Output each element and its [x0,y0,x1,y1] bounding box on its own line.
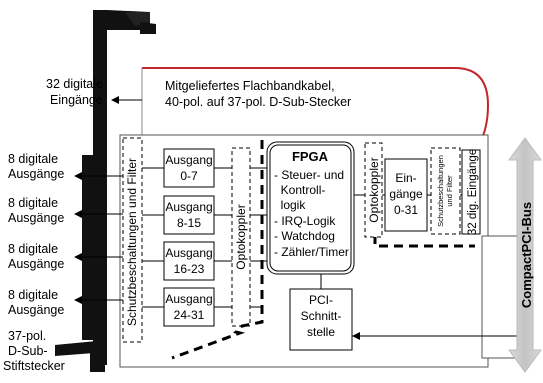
outputs-label-1b: Ausgänge [8,167,64,181]
outputs-label-3b: Ausgänge [8,257,64,271]
compactpci-bus-label: CompactPCI-Bus [519,202,534,308]
output-arrows [74,172,123,304]
inputs-line3: 0-31 [394,203,418,217]
ribbon-label-line2: 40-pol. auf 37-pol. D-Sub-Stecker [165,95,351,109]
output-0-7-line2: 0-7 [180,169,198,183]
inputs-line2: gänge [389,187,423,201]
output-0-7-line1: Ausgang [165,153,212,167]
connector-label-1: 37-pol. [8,329,46,343]
output-16-23-line2: 16-23 [174,262,205,276]
output-24-31-line1: Ausgang [165,292,212,306]
pci-if-line3: stelle [307,325,335,339]
inputs-block [384,158,428,232]
fpga-item-3: logik [274,198,306,212]
fpga-block [266,141,355,275]
output-16-23-line1: Ausgang [165,246,212,260]
ribbon-label-line1: Mitgeliefertes Flachbandkabel, [165,79,335,93]
protection-left-label: Schutzbeschaltungen und Filter [125,158,139,326]
dashed-bus-left [171,140,264,360]
digital-inputs-label: 32 dig. Eingänge [467,149,479,235]
protection-right [430,147,461,235]
digital-inputs-connector [461,149,481,235]
inputs-32-line1: 32 digitale [46,77,103,91]
connection-lines [142,167,462,308]
inputs-line1: Ein- [395,171,416,185]
protection-right-line2: und Filter [445,175,454,207]
compactpci-bus-arrow [508,137,542,373]
fpga-item-6: - Zähler/Timer [274,245,349,259]
connector-label-2: D-Sub- [8,344,48,358]
output-8-15-line1: Ausgang [165,200,212,214]
optocoupler-right-label: Optokoppler [367,157,381,222]
pci-if-line2: Schnitt- [301,309,342,323]
fpga-item-1: - Steuer- und [274,168,344,182]
protection-left [122,137,143,343]
fpga-item-4: - IRQ-Logik [274,214,336,228]
protection-right-line1: Schutzbeschaltungen [436,155,445,227]
fpga-item-5: - Watchdog [274,229,335,243]
optocoupler-right [364,142,383,238]
inputs-32-line2: Eingänge [50,93,103,107]
outputs-label-1a: 8 digitale [8,152,58,166]
output-8-15-line2: 8-15 [177,216,201,230]
fpga-item-2: Kontroll- [274,183,325,197]
outputs-label-4a: 8 digitale [8,288,58,302]
front-bracket [55,10,156,372]
pci-if-line1: PCI- [309,293,333,307]
outputs-label-2a: 8 digitale [8,196,58,210]
output-24-31-line2: 24-31 [174,308,205,322]
outputs-label-2b: Ausgänge [8,211,64,225]
outputs-label-4b: Ausgänge [8,303,64,317]
optocoupler-left-label: Optokoppler [234,204,248,269]
connector-label-3: Stiftstecker [3,359,65,373]
fpga-title: FPGA [292,149,329,164]
output-blocks: Ausgang 0-7 Ausgang 8-15 Ausgang 16-23 A… [163,148,215,327]
outputs-label-3a: 8 digitale [8,242,58,256]
